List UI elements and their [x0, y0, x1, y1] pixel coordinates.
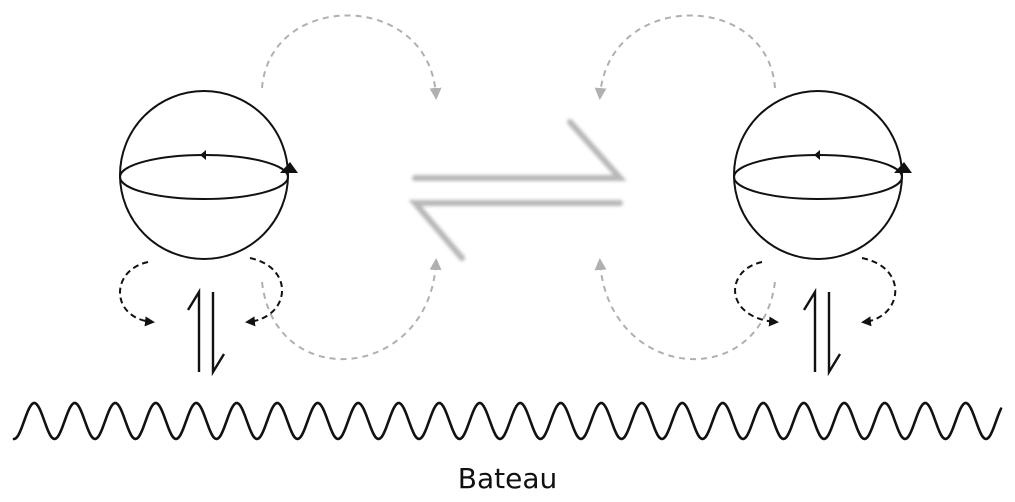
left-sphere: [119, 90, 298, 260]
surface-wave: [12, 401, 1003, 441]
arrow-top-left: [261, 14, 442, 100]
left-rotation-arrows: [119, 257, 283, 327]
right-sphere: [733, 90, 912, 260]
right-spin-harpoons: [802, 287, 842, 377]
arrow-bottom-right: [594, 258, 776, 361]
left-spin-harpoons: [186, 287, 226, 377]
caption-label: Bateau: [457, 462, 558, 495]
arrow-top-right: [594, 14, 776, 100]
right-rotation-arrows: [734, 257, 897, 327]
equilibrium-arrow: [408, 119, 627, 261]
grey-dashed-arrows: [261, 14, 776, 361]
arrow-bottom-left: [261, 258, 442, 361]
